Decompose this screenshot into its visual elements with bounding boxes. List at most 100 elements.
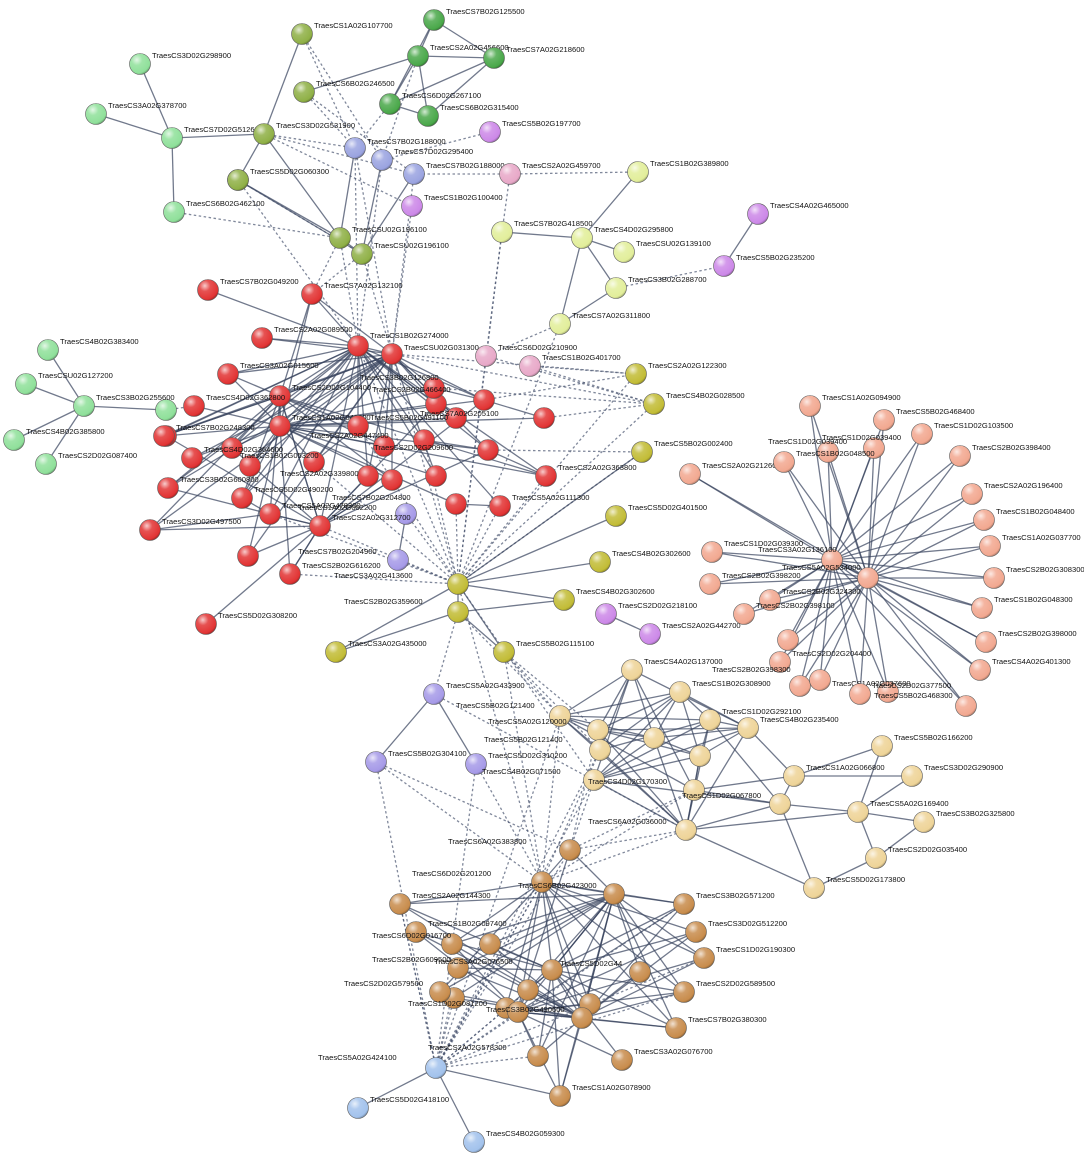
node-sphere[interactable]	[714, 256, 735, 277]
protein-node[interactable]	[426, 466, 447, 487]
protein-node[interactable]: TraesCS3A02G413600	[334, 571, 469, 595]
node-sphere[interactable]	[694, 948, 715, 969]
protein-node[interactable]: TraesCS7B02G380300	[666, 1015, 767, 1039]
protein-node[interactable]: TraesCS3A02G076700	[612, 1047, 713, 1071]
protein-node[interactable]: TraesCS3B02G571200	[674, 891, 775, 915]
protein-node[interactable]: TraesCS6B02G462100	[164, 199, 265, 223]
node-sphere[interactable]	[644, 394, 665, 415]
protein-node[interactable]: TraesCS3D02G290900	[902, 763, 1004, 787]
node-sphere[interactable]	[666, 1018, 687, 1039]
protein-node[interactable]: TraesCS6A02G036000	[588, 817, 697, 841]
node-sphere[interactable]	[612, 1050, 633, 1071]
node-sphere[interactable]	[680, 464, 701, 485]
node-sphere[interactable]	[418, 106, 439, 127]
node-sphere[interactable]	[474, 390, 495, 411]
protein-node[interactable]: TraesCS3B02G288700	[606, 275, 707, 299]
node-sphere[interactable]	[588, 720, 609, 741]
node-sphere[interactable]	[560, 840, 581, 861]
node-sphere[interactable]	[36, 454, 57, 475]
protein-node[interactable]: TraesCSU02G196100	[352, 241, 449, 265]
protein-node[interactable]	[690, 746, 711, 767]
protein-node[interactable]: TraesCS5D02G173800	[804, 875, 906, 899]
node-sphere[interactable]	[572, 228, 593, 249]
protein-node[interactable]: TraesCS2A02G196400	[962, 481, 1063, 505]
node-sphere[interactable]	[130, 54, 151, 75]
node-sphere[interactable]	[476, 346, 497, 367]
protein-node[interactable]: TraesCSU02G139100	[614, 239, 711, 263]
protein-node[interactable]: TraesCS4B02G071500	[482, 767, 605, 791]
node-sphere[interactable]	[448, 574, 469, 595]
node-sphere[interactable]	[390, 894, 411, 915]
protein-node[interactable]: TraesCS7B02G188000	[404, 161, 505, 185]
node-sphere[interactable]	[912, 424, 933, 445]
protein-node[interactable]: TraesCS3D02G512200	[686, 919, 788, 943]
protein-node[interactable]: TraesCS5D02G060300	[228, 167, 330, 191]
node-sphere[interactable]	[140, 520, 161, 541]
node-sphere[interactable]	[348, 336, 369, 357]
node-sphere[interactable]	[778, 630, 799, 651]
protein-node[interactable]: TraesCS3A02G378700	[86, 101, 187, 125]
node-sphere[interactable]	[554, 590, 575, 611]
protein-node[interactable]: TraesCS5B02G468300	[874, 691, 977, 717]
node-sphere[interactable]	[902, 766, 923, 787]
protein-node[interactable]	[358, 466, 379, 487]
node-sphere[interactable]	[198, 280, 219, 301]
protein-node[interactable]: TraesCS1B02G401700	[520, 353, 621, 377]
node-sphere[interactable]	[252, 328, 273, 349]
node-sphere[interactable]	[402, 196, 423, 217]
protein-node[interactable]: TraesCS2A02G122300	[626, 361, 727, 385]
node-sphere[interactable]	[382, 344, 403, 365]
protein-node[interactable]: TraesCSU02G127200	[16, 371, 113, 395]
protein-node[interactable]: TraesCS5A02G111300	[490, 493, 590, 517]
node-sphere[interactable]	[914, 812, 935, 833]
node-sphere[interactable]	[770, 794, 791, 815]
protein-node[interactable]: TraesCS7B02G049200	[198, 277, 299, 301]
protein-node[interactable]: TraesCS2B02G398400	[950, 443, 1051, 467]
node-sphere[interactable]	[16, 374, 37, 395]
node-sphere[interactable]	[404, 164, 425, 185]
node-sphere[interactable]	[956, 696, 977, 717]
node-sphere[interactable]	[800, 396, 821, 417]
protein-node[interactable]: TraesCS5B02G197700	[480, 119, 581, 143]
node-sphere[interactable]	[700, 574, 721, 595]
node-sphere[interactable]	[162, 128, 183, 149]
node-sphere[interactable]	[606, 506, 627, 527]
node-sphere[interactable]	[980, 536, 1001, 557]
protein-node[interactable]: TraesCS2A02G363800	[536, 463, 637, 487]
protein-node[interactable]: TraesCS5D02G418100	[348, 1095, 450, 1119]
node-sphere[interactable]	[972, 598, 993, 619]
node-sphere[interactable]	[674, 982, 695, 1003]
protein-node[interactable]: TraesCS1B02G389800	[628, 159, 729, 183]
protein-node[interactable]	[644, 728, 665, 749]
protein-node[interactable]: TraesCS4A02G137000	[622, 657, 723, 681]
node-sphere[interactable]	[686, 922, 707, 943]
node-sphere[interactable]	[590, 552, 611, 573]
node-sphere[interactable]	[484, 48, 505, 69]
protein-node[interactable]: TraesCS3A02G435000	[326, 639, 427, 663]
node-sphere[interactable]	[218, 364, 239, 385]
node-sphere[interactable]	[790, 676, 811, 697]
node-sphere[interactable]	[382, 470, 403, 491]
node-sphere[interactable]	[622, 660, 643, 681]
node-sphere[interactable]	[380, 94, 401, 115]
node-sphere[interactable]	[874, 410, 895, 431]
protein-node[interactable]: TraesCS2B02G359600	[344, 597, 469, 623]
protein-node[interactable]: TraesCS2B02G398100	[734, 601, 835, 625]
protein-node[interactable]: TraesCS4B02G235400	[738, 715, 839, 739]
node-sphere[interactable]	[626, 364, 647, 385]
protein-node[interactable]: TraesCS5B02G002400	[632, 439, 733, 463]
node-sphere[interactable]	[676, 820, 697, 841]
node-sphere[interactable]	[158, 478, 179, 499]
node-sphere[interactable]	[228, 170, 249, 191]
node-sphere[interactable]	[310, 516, 331, 537]
node-sphere[interactable]	[426, 466, 447, 487]
node-sphere[interactable]	[154, 426, 175, 447]
node-sphere[interactable]	[572, 1008, 593, 1029]
protein-node[interactable]	[238, 546, 259, 567]
node-sphere[interactable]	[872, 736, 893, 757]
protein-node[interactable]: TraesCS4B02G383400	[38, 337, 139, 361]
protein-node[interactable]: TraesCS2D02G087400	[36, 451, 138, 475]
node-sphere[interactable]	[38, 340, 59, 361]
protein-node[interactable]: TraesCS4B02G028500	[644, 391, 745, 415]
node-sphere[interactable]	[352, 244, 373, 265]
